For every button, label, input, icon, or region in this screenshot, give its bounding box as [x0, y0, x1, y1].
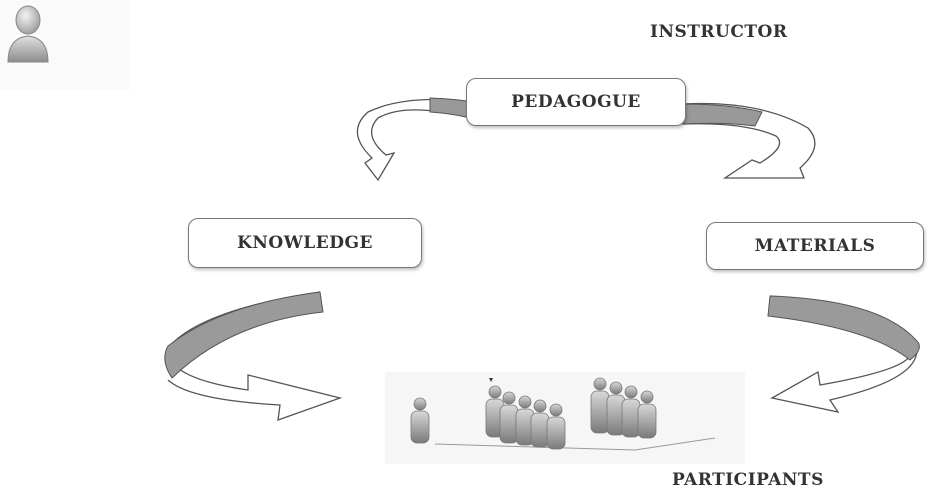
pedagogue-label: PEDAGOGUE: [511, 92, 641, 112]
participants-group-icon: [385, 372, 745, 464]
knowledge-label: KNOWLEDGE: [237, 233, 373, 253]
materials-label: MATERIALS: [754, 236, 876, 256]
instructor-label: INSTRUCTOR: [650, 22, 788, 42]
arrow-knowledge-to-participants: [164, 291, 343, 421]
pedagogue-box: PEDAGOGUE: [466, 78, 686, 126]
knowledge-box: KNOWLEDGE: [188, 218, 422, 268]
instructor-person-icon: [0, 0, 130, 90]
arrow-pedagogue-to-materials: [682, 102, 816, 179]
arrow-materials-to-participants: [767, 295, 920, 413]
participants-label: PARTICIPANTS: [672, 470, 824, 490]
materials-box: MATERIALS: [706, 222, 924, 270]
